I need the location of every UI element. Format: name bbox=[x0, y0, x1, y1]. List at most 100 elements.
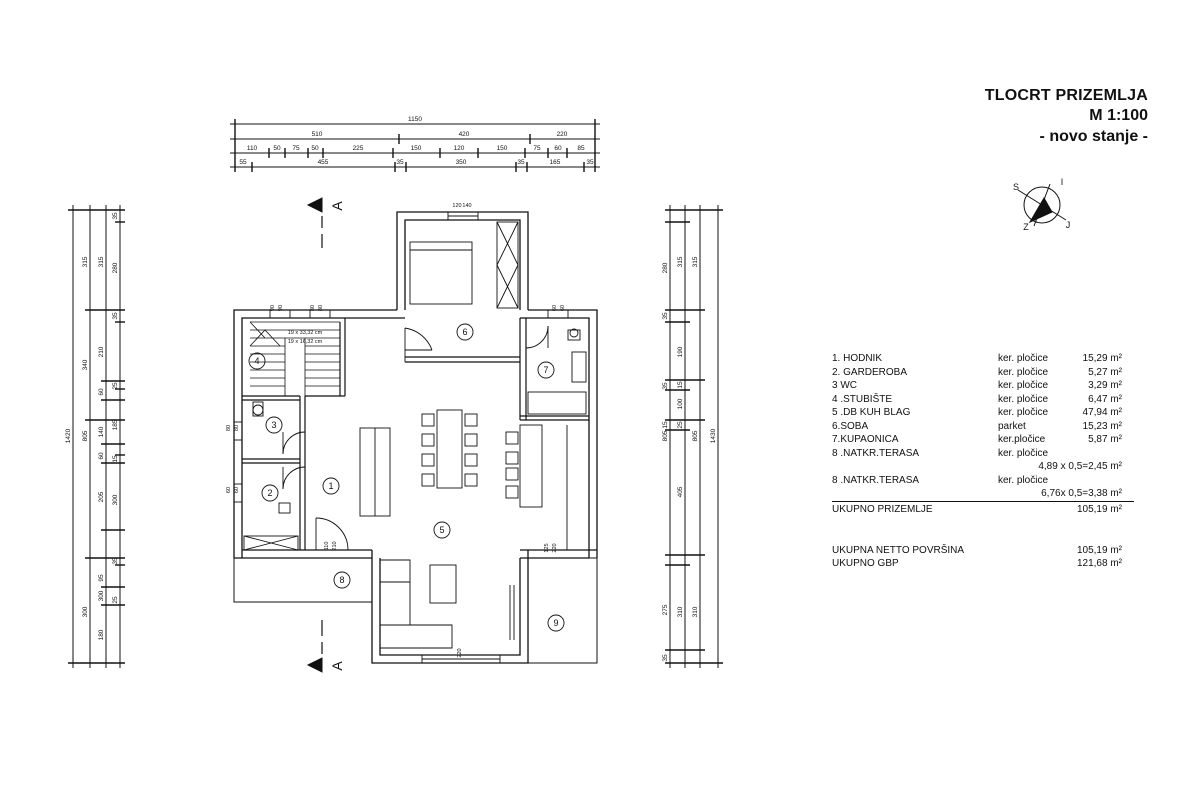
terraces bbox=[233, 557, 598, 664]
dim-top-row3-7: 120 bbox=[454, 145, 465, 152]
room-number-3: 3 bbox=[271, 420, 276, 430]
dim-right-col3-4: 100 bbox=[677, 398, 684, 409]
dim-left-col4-7: 300 bbox=[112, 494, 119, 505]
dim-left-col3-8: 300 bbox=[98, 590, 105, 601]
dim-right-col3-3: 15 bbox=[677, 381, 684, 389]
dim-right-col4-5: 805 bbox=[662, 430, 669, 441]
dim-left-overall: 1420 bbox=[65, 428, 72, 443]
dim-top-row3-3: 75 bbox=[292, 145, 300, 152]
dim-left-col3-2: 210 bbox=[98, 346, 105, 357]
dim-left-col4-2: 280 bbox=[112, 262, 119, 273]
right-dimension-lines bbox=[665, 205, 723, 668]
legend-row: 4,89 x 0,5=2,45 m² bbox=[1038, 461, 1122, 472]
room-number-1: 1 bbox=[328, 481, 333, 491]
opening-label: 90 bbox=[278, 305, 284, 311]
opening-label: 220 bbox=[457, 648, 463, 657]
dim-top-row4-6: 165 bbox=[550, 159, 561, 166]
interior-walls bbox=[242, 318, 589, 550]
dim-left-col3-7: 95 bbox=[98, 574, 105, 582]
staircase bbox=[249, 321, 340, 396]
compass-letter-z: Z bbox=[1023, 222, 1029, 232]
opening-label: 80 bbox=[234, 425, 240, 431]
legend-divider bbox=[832, 501, 1134, 502]
furniture bbox=[243, 221, 587, 649]
dim-top-row4-3: 35 bbox=[396, 159, 404, 166]
dim-left-col4-6: 15 bbox=[112, 455, 119, 463]
dim-top-row4-1: 55 bbox=[239, 159, 247, 166]
top-dimension-lines bbox=[230, 119, 600, 172]
dim-top-row4-4: 350 bbox=[456, 159, 467, 166]
dim-right-col4-1: 280 bbox=[662, 262, 669, 273]
room-number-4: 4 bbox=[254, 356, 259, 366]
opening-label: 140 bbox=[462, 203, 471, 209]
dim-right-col3-5: 25 bbox=[677, 421, 684, 429]
dim-top-row4-5: 35 bbox=[517, 159, 525, 166]
stair-label-2: 19 x 16,32 cm bbox=[288, 339, 323, 345]
opening-label: 60 bbox=[226, 487, 232, 493]
dim-top-row3-10: 60 bbox=[554, 145, 562, 152]
dim-right-col3-6: 405 bbox=[677, 486, 684, 497]
dim-left-col3-5: 60 bbox=[98, 452, 105, 460]
room-number-7: 7 bbox=[543, 365, 548, 375]
room-number-5: 5 bbox=[439, 525, 444, 535]
dim-right-col4-7: 35 bbox=[662, 654, 669, 662]
dim-left-col4-4: 25 bbox=[112, 382, 119, 390]
dim-top-row2-3: 220 bbox=[557, 131, 568, 138]
dim-left-col2-1: 315 bbox=[82, 256, 89, 267]
dim-top-row2-2: 420 bbox=[459, 131, 470, 138]
dim-right-overall: 1430 bbox=[710, 428, 717, 443]
opening-label: 210 bbox=[332, 541, 338, 550]
room-number-6: 6 bbox=[462, 327, 467, 337]
dim-right-col4-2: 35 bbox=[662, 312, 669, 320]
dim-right-col2-3: 310 bbox=[692, 606, 699, 617]
opening-label: 90 bbox=[270, 305, 276, 311]
dim-left-col4-3: 35 bbox=[112, 312, 119, 320]
opening-label: 80 bbox=[310, 305, 316, 311]
dim-left-col4-8: 35 bbox=[112, 557, 119, 565]
dim-top-row3-11: 85 bbox=[577, 145, 585, 152]
opening-label: 125 bbox=[544, 543, 550, 552]
room-markers bbox=[248, 323, 565, 632]
opening-label: 60 bbox=[560, 305, 566, 311]
compass-letter-i: I bbox=[1061, 177, 1064, 187]
compass-icon bbox=[1017, 183, 1067, 227]
opening-label: 60 bbox=[234, 487, 240, 493]
drawing-scale: M 1:100 bbox=[1089, 107, 1148, 124]
drawing-state: - novo stanje - bbox=[1039, 128, 1148, 145]
dim-top-row3-2: 50 bbox=[273, 145, 281, 152]
legend-row: 6,76x 0,5=3,38 m² bbox=[1041, 488, 1122, 499]
dim-right-col2-2: 805 bbox=[692, 430, 699, 441]
dim-top-overall: 1150 bbox=[408, 116, 422, 123]
drawing-title-block: TLOCRT PRIZEMLJA M 1:100 - novo stanje - bbox=[985, 86, 1148, 148]
dim-right-col4-6: 275 bbox=[662, 604, 669, 615]
dim-left-col3-9: 180 bbox=[98, 629, 105, 640]
dim-left-col2-3: 805 bbox=[82, 430, 89, 441]
dim-left-col3-4: 140 bbox=[98, 426, 105, 437]
dim-top-row3-8: 150 bbox=[497, 145, 508, 152]
room-number-9: 9 bbox=[553, 618, 558, 628]
room-number-8: 8 bbox=[339, 575, 344, 585]
section-markers bbox=[306, 197, 323, 673]
dim-top-row3-5: 225 bbox=[353, 145, 364, 152]
dim-top-row3-1: 110 bbox=[247, 145, 258, 152]
dim-top-row3-9: 75 bbox=[533, 145, 541, 152]
dim-left-col4-5: 185 bbox=[112, 419, 119, 430]
dim-right-col4-4: 15 bbox=[662, 421, 669, 429]
dim-right-col3-1: 315 bbox=[677, 256, 684, 267]
left-dimension-lines bbox=[68, 205, 125, 668]
compass-letter-j: J bbox=[1066, 220, 1071, 230]
compass-letter-s: S bbox=[1013, 182, 1019, 192]
doors bbox=[282, 325, 549, 640]
